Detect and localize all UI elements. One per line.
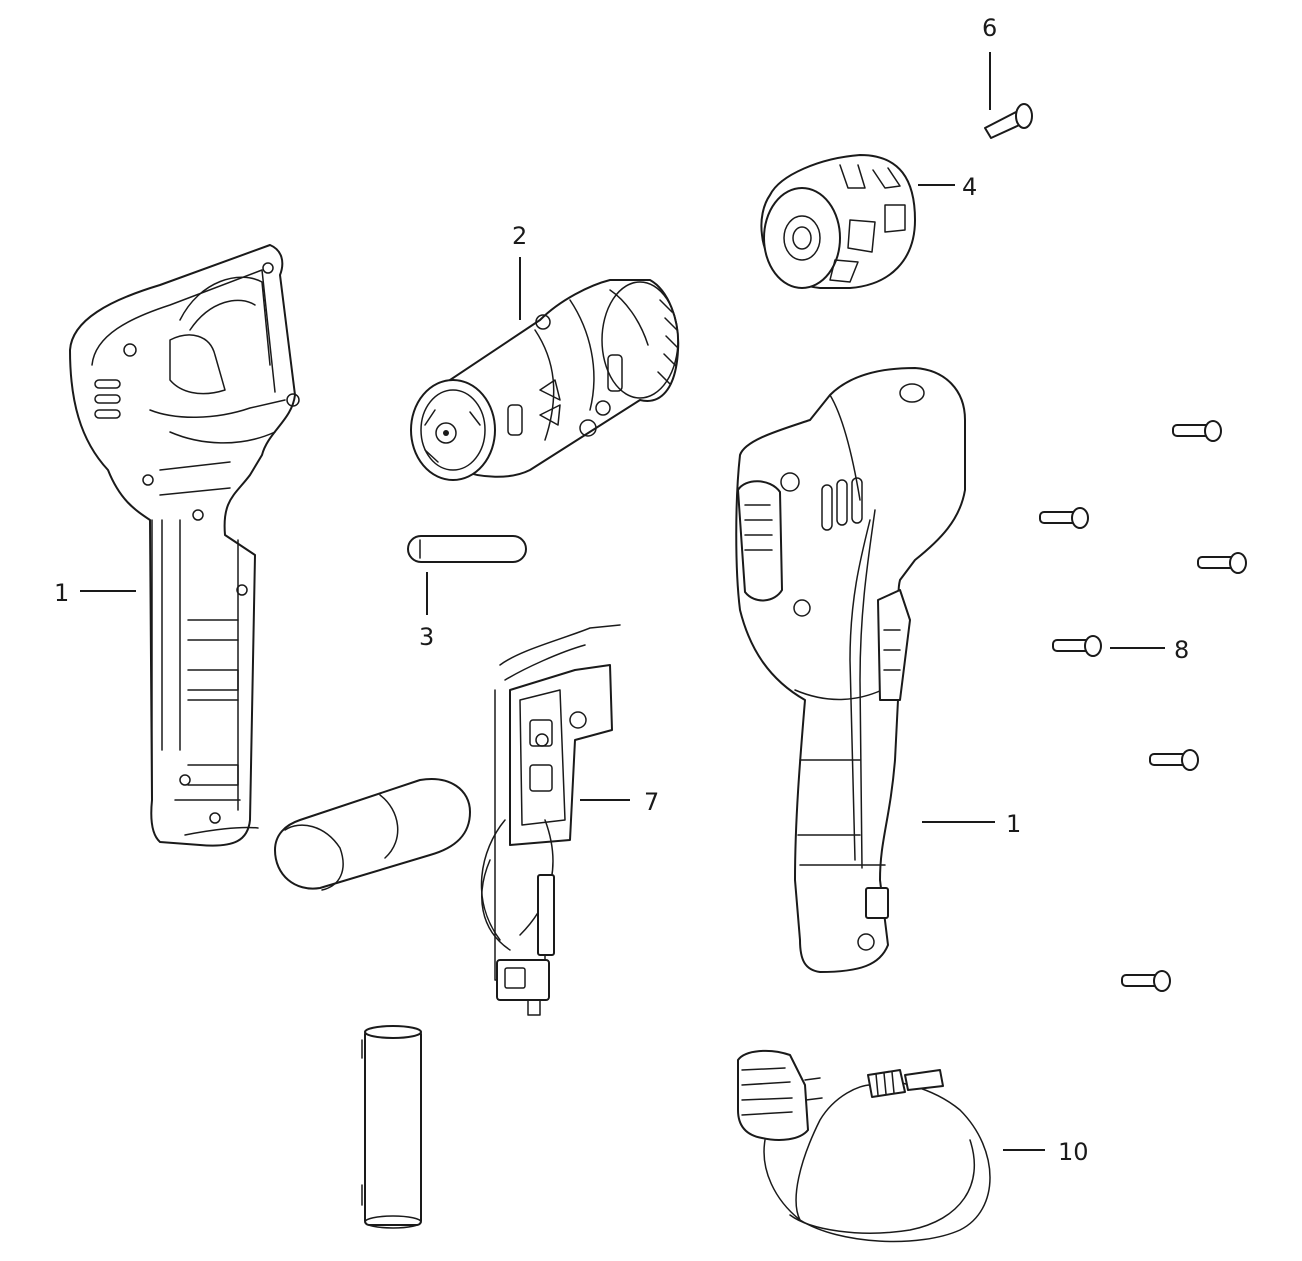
callout-numbers: 1 2 3 4 6 7 1 8 10	[54, 14, 1189, 1166]
housing-screw-6	[1121, 970, 1171, 992]
callout-6: 6	[982, 14, 997, 42]
callout-10: 10	[1058, 1138, 1089, 1166]
switch-module	[480, 624, 621, 1016]
battery-cell	[361, 1025, 422, 1229]
battery-pack	[274, 778, 471, 891]
right-housing-assembled	[735, 367, 966, 973]
housing-screw-3	[1197, 552, 1247, 574]
keyless-chuck	[760, 154, 916, 289]
callout-1-left: 1	[54, 579, 69, 607]
housing-screw-5	[1149, 749, 1199, 771]
callout-4: 4	[962, 173, 977, 201]
left-housing-half	[69, 244, 300, 847]
callout-8: 8	[1174, 636, 1189, 664]
leader-lines	[80, 52, 1165, 1151]
callout-3: 3	[419, 623, 434, 651]
housing-screw-1	[1172, 420, 1222, 442]
callout-7: 7	[644, 788, 659, 816]
callout-2: 2	[512, 222, 527, 250]
housing-screws	[1039, 420, 1247, 992]
charger-adapter	[737, 1049, 991, 1243]
housing-screw-2	[1039, 507, 1089, 529]
motor-gearbox-assembly	[410, 279, 680, 481]
chuck-screw	[984, 103, 1033, 139]
callout-1-right: 1	[1006, 810, 1021, 838]
spacer-pin	[407, 535, 527, 563]
housing-screw-4	[1052, 635, 1102, 657]
